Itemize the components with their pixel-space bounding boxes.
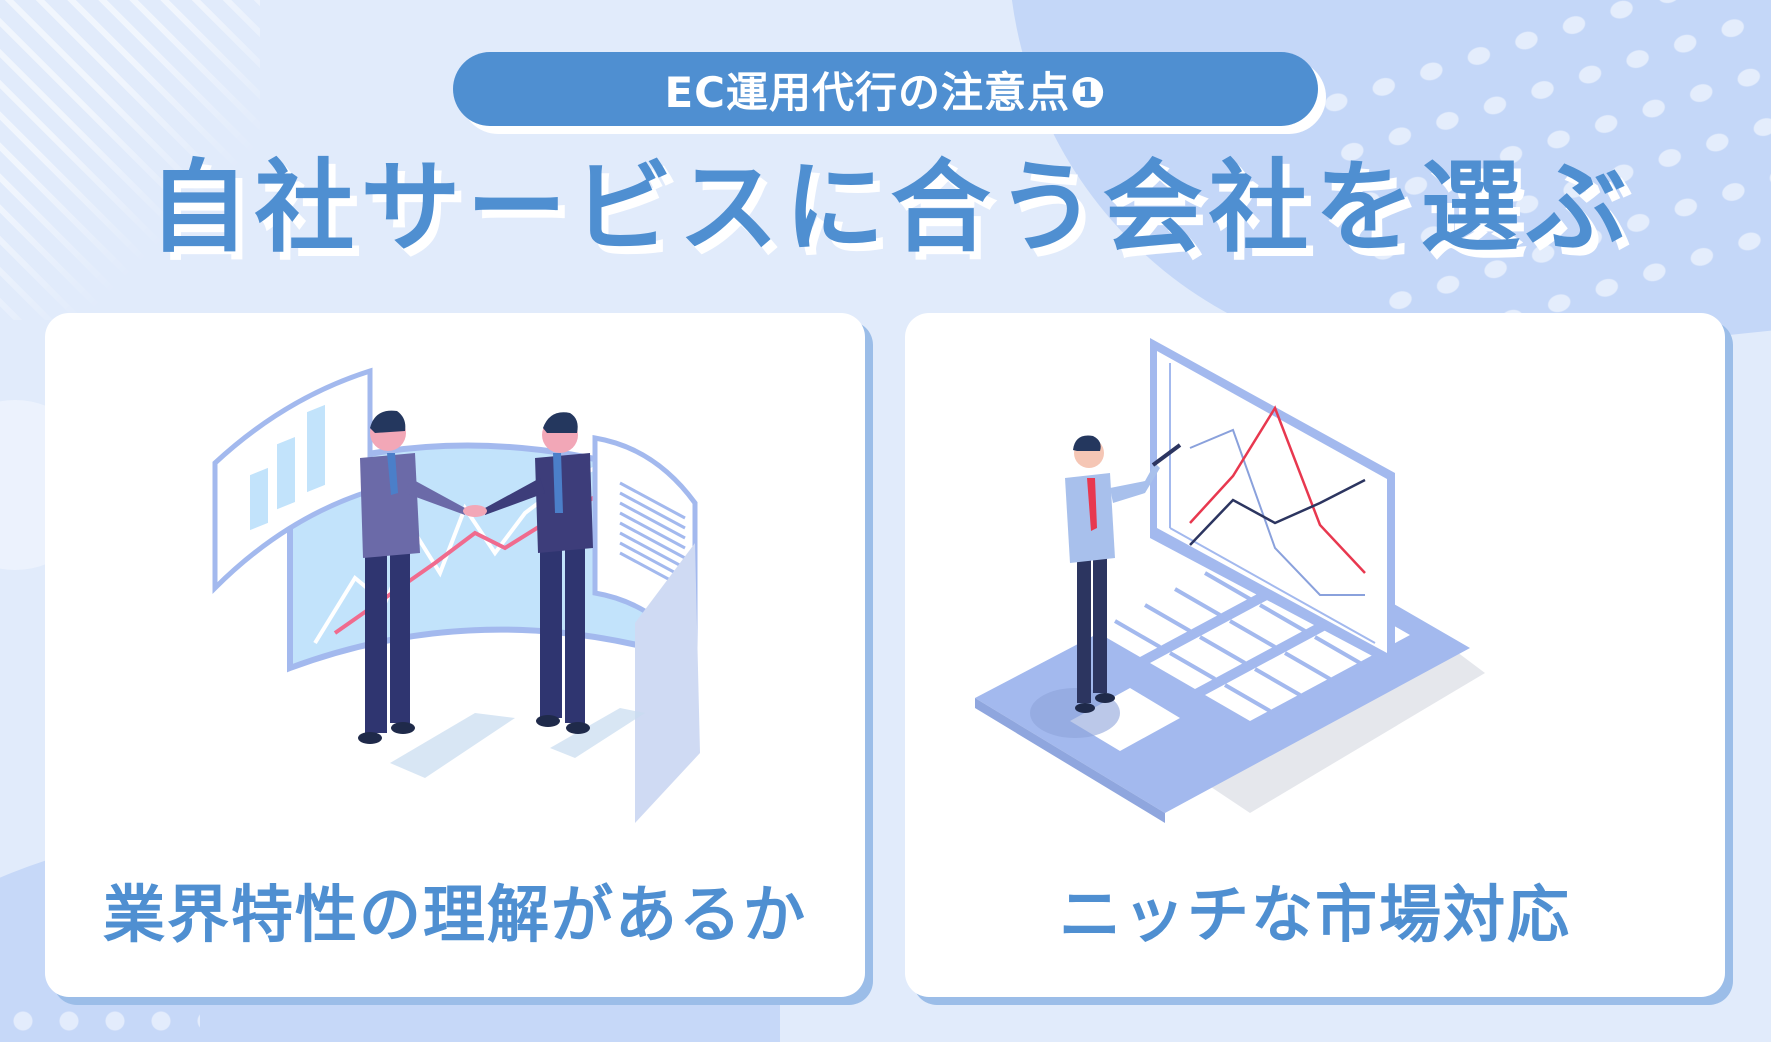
card-label: ニッチな市場対応 xyxy=(1058,878,1571,951)
card-label: 業界特性の理解があるか xyxy=(102,878,807,951)
background-dot-pattern-bottom xyxy=(0,1000,200,1042)
section-badge-label: EC運用代行の注意点❶ xyxy=(453,52,1318,126)
card-body: ニッチな市場対応 xyxy=(905,313,1725,997)
card-niche-market: ニッチな市場対応 xyxy=(905,313,1733,1005)
card-body: 業界特性の理解があるか xyxy=(45,313,865,997)
background-diagonal-stripes xyxy=(0,0,260,320)
card-industry-understanding: 業界特性の理解があるか xyxy=(45,313,873,1005)
handshake-business-illustration xyxy=(212,367,700,823)
laptop-chart-presentation-illustration xyxy=(975,338,1485,823)
section-badge: EC運用代行の注意点❶ xyxy=(453,52,1326,134)
page-title: 自社サービスに合う会社を選ぶ xyxy=(148,149,1633,266)
